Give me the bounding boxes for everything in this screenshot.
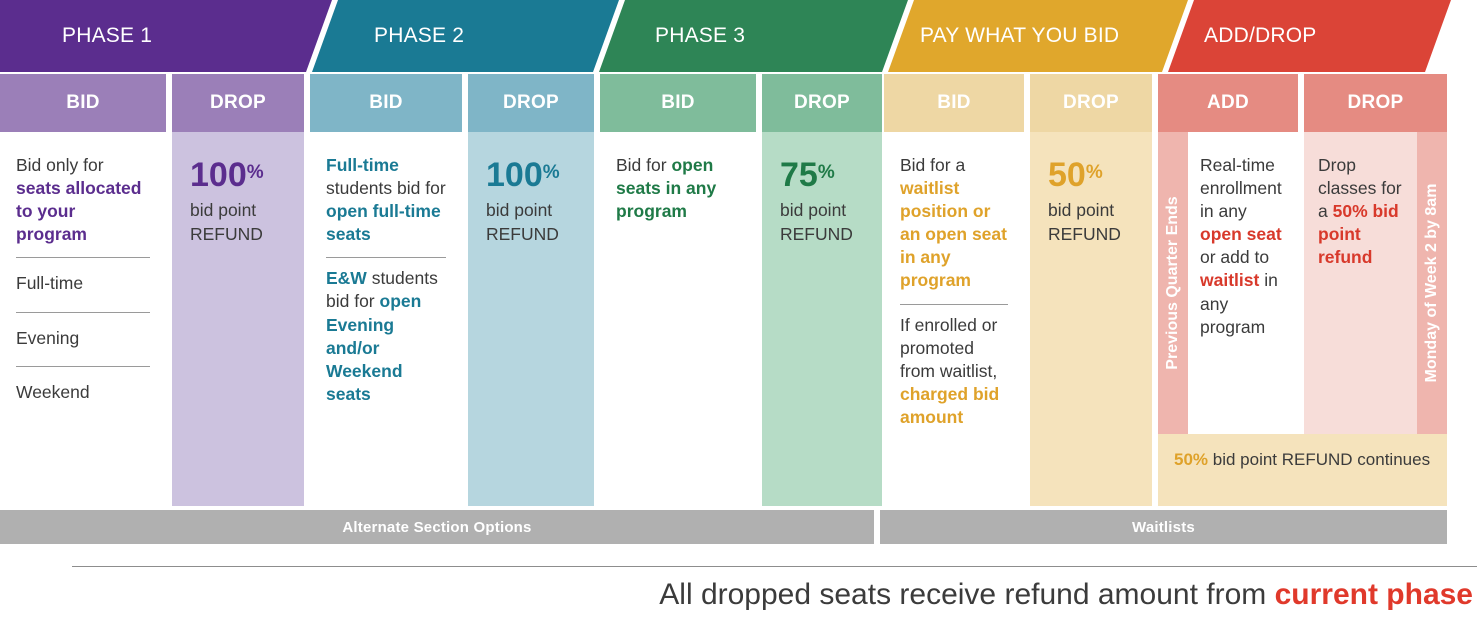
refund-line-1: bid point [780,200,847,221]
footer-text: All dropped seats receive refund amount … [659,578,1275,611]
gold-text: bid point REFUND continues [1208,450,1431,469]
divider [16,311,150,313]
bottom-bar-label: Alternate Section Options [342,518,532,536]
refund-line-1: bid point [1048,200,1115,221]
subheader-label: DROP [1062,92,1120,113]
refund-line-1: bid point [190,200,257,221]
option-weekend: Weekend [16,381,90,402]
refund-percent: 100 [190,156,247,194]
cell-text: Drop classes for a 50% bid point refund [1318,155,1402,268]
phase-title: PHASE 3 [655,24,746,47]
option-evening: Evening [16,327,80,348]
bottom-bar-alternate-section-options: Alternate Section Options [0,510,874,544]
band-previous-quarter-ends: Previous Quarter Ends [1158,132,1188,434]
percent-sign: % [246,162,264,183]
subheader-label: BID [661,92,695,113]
subheader-phase-2-drop: DROP [468,74,594,132]
band-monday-week-2: Monday of Week 2 by 8am [1417,132,1447,434]
cell-phase-3-drop: 75% bid point REFUND [762,132,882,506]
subheader-adddrop-drop: DROP [1304,74,1447,132]
bottom-bar-waitlists: Waitlists [880,510,1447,544]
subheader-label: BID [369,92,403,113]
phase-title: PAY WHAT YOU BID [920,24,1120,47]
refund-line-2: REFUND [1048,223,1121,244]
phase-title: PHASE 2 [374,24,465,47]
percent-sign: % [1085,162,1103,183]
subheader-phase-2-bid: BID [310,74,462,132]
refund-info: 100% bid point REFUND [172,132,304,246]
bottom-bar-label: Waitlists [1132,518,1195,536]
refund-info: 75% bid point REFUND [762,132,882,246]
band-label: Monday of Week 2 by 8am [1423,183,1440,383]
subheader-label: ADD [1206,92,1250,113]
cell-phase-2-drop: 100% bid point REFUND [468,132,594,506]
cell-adddrop-drop: Drop classes for a 50% bid point refund [1304,132,1417,434]
cell-text: E&W students bid for open Evening and/or… [326,268,438,404]
subheader-label: BID [66,92,100,113]
divider [16,257,150,259]
refund-line-2: REFUND [780,223,853,244]
divider [16,365,150,367]
subheader-label: DROP [793,92,851,113]
cell-text: Real-time enrollment in any open seat or… [1200,155,1282,337]
cell-text: If enrolled or promoted from waitlist, c… [900,314,1000,427]
subheader-label: DROP [1347,92,1404,113]
subheader-phase-1-drop: DROP [172,74,304,132]
divider [326,257,446,259]
refund-info: 100% bid point REFUND [468,132,594,246]
subheader-pwyb-bid: BID [884,74,1024,132]
cell-text: Bid for open seats in any program [616,155,717,222]
cell-text: Bid only for seats allocated to your pro… [16,155,142,245]
refund-percent: 75 [780,156,818,194]
phase-header-phase-1: PHASE 1 [0,0,332,72]
footer-note: All dropped seats receive refund amount … [0,578,1477,612]
divider [900,303,1008,305]
subheader-phase-3-bid: BID [600,74,756,132]
subheader-adddrop-add: ADD [1158,74,1298,132]
phase-header-add-drop: ADD/DROP [1168,0,1451,72]
percent-sign: % [817,162,835,183]
cell-adddrop-add: Real-time enrollment in any open seat or… [1188,132,1298,434]
refund-line-2: REFUND [486,223,559,244]
refund-line-2: REFUND [190,223,263,244]
refund-info: 50% bid point REFUND [1030,132,1152,246]
phase-title: PHASE 1 [62,24,153,47]
phase-header-phase-3: PHASE 3 [599,0,908,72]
cell-phase-1-bid: Bid only for seats allocated to your pro… [0,132,166,506]
subheader-label: DROP [209,92,267,113]
refund-percent: 100 [486,156,543,194]
gold-percent: 50% [1174,450,1209,469]
subheader-phase-1-bid: BID [0,74,166,132]
cell-phase-3-bid: Bid for open seats in any program [600,132,756,506]
cell-pwyb-bid: Bid for a waitlist position or an open s… [884,132,1024,506]
refund-line-1: bid point [486,200,553,221]
cell-phase-2-bid: Full-time students bid for open full-tim… [310,132,462,506]
refund-percent: 50 [1048,156,1086,194]
gold-refund-continues-strip: 50% bid point REFUND continues [1158,434,1447,506]
subheader-pwyb-drop: DROP [1030,74,1152,132]
subheader-phase-3-drop: DROP [762,74,882,132]
subheader-label: DROP [502,92,560,113]
phase-header-phase-2: PHASE 2 [312,0,619,72]
cell-pwyb-drop: 50% bid point REFUND [1030,132,1152,506]
phase-title: ADD/DROP [1204,24,1317,47]
cell-text: Full-time students bid for open full-tim… [326,155,446,245]
cell-text: Bid for a waitlist position or an open s… [900,155,1007,291]
band-label: Previous Quarter Ends [1164,196,1181,370]
footer-divider [72,566,1477,567]
footer-emphasis: current phase [1274,578,1473,611]
percent-sign: % [542,162,560,183]
option-full-time: Full-time [16,273,84,294]
phase-header-pay-what-you-bid: PAY WHAT YOU BID [888,0,1188,72]
cell-phase-1-drop: 100% bid point REFUND [172,132,304,506]
subheader-label: BID [937,92,971,113]
